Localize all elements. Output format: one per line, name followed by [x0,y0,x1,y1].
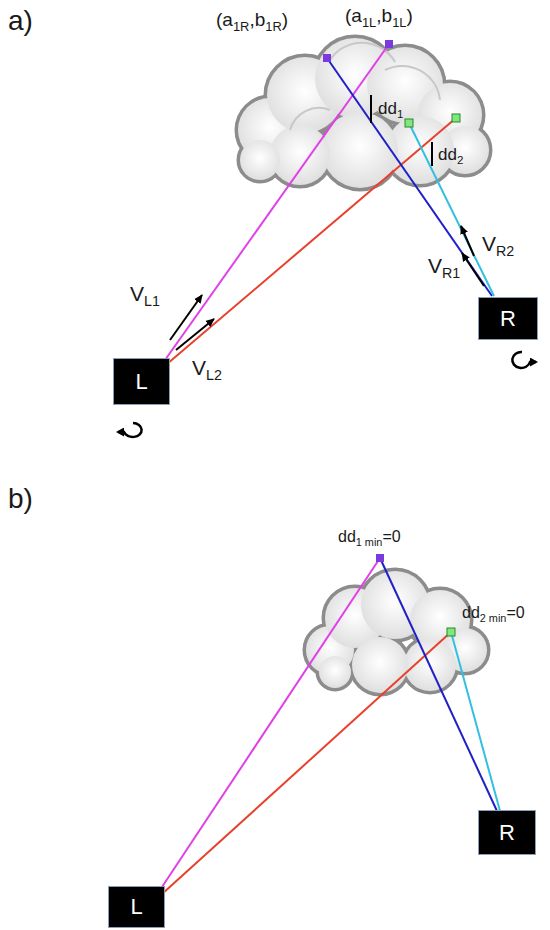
point [447,628,455,636]
vector-arrow [461,226,474,256]
rotation-arrow [118,423,142,437]
ray [167,118,456,364]
station-label: R [499,822,515,844]
station-label: L [135,371,147,393]
annotation: VL2 [192,356,222,379]
annotation: VR2 [482,232,514,255]
annotation: dd2 min=0 [462,604,525,622]
vector-arrow [462,253,484,286]
station-box: R [478,810,536,855]
annotation: VR1 [428,254,460,277]
distance-tick [370,95,372,123]
station-box: L [108,886,165,928]
ray [409,123,494,296]
subscript: 1L [362,15,376,30]
point [385,40,393,48]
subscript: 1R [233,19,250,34]
ray [165,44,389,360]
subscript: R1 [442,265,460,281]
station-label: L [130,896,142,918]
ray [162,632,451,894]
station-box: R [478,297,538,340]
subscript: 2 [457,154,463,166]
ray [160,558,380,890]
ray [380,558,497,811]
station-box: L [113,358,170,405]
annotation: (a1R,b1R) [216,10,288,31]
annotation: dd1 min=0 [338,528,401,546]
subscript: L1 [144,293,160,309]
point [323,54,331,62]
panel-label: a) [8,6,33,37]
distance-tick [431,142,433,166]
annotation: dd2 [438,146,463,165]
ray [327,58,492,296]
ray [451,632,500,811]
annotation: dd1 [378,100,403,119]
annotation: VL1 [130,282,160,305]
subscript: L2 [206,367,222,383]
subscript: 1L [392,15,406,30]
subscript: R2 [496,243,514,259]
cloud [306,571,487,693]
station-label: R [500,308,516,330]
subscript: 1R [265,19,282,34]
panel-label: b) [8,484,33,515]
rotation-arrow [512,352,536,368]
point [376,554,384,562]
vector-arrow [176,319,214,350]
cloud [238,38,489,188]
subscript: 1 [397,108,403,120]
annotation: (a1L,b1L) [345,6,413,27]
point [405,119,413,127]
subscript: 2 min [480,612,507,624]
point [452,114,460,122]
subscript: 1 min [356,536,383,548]
